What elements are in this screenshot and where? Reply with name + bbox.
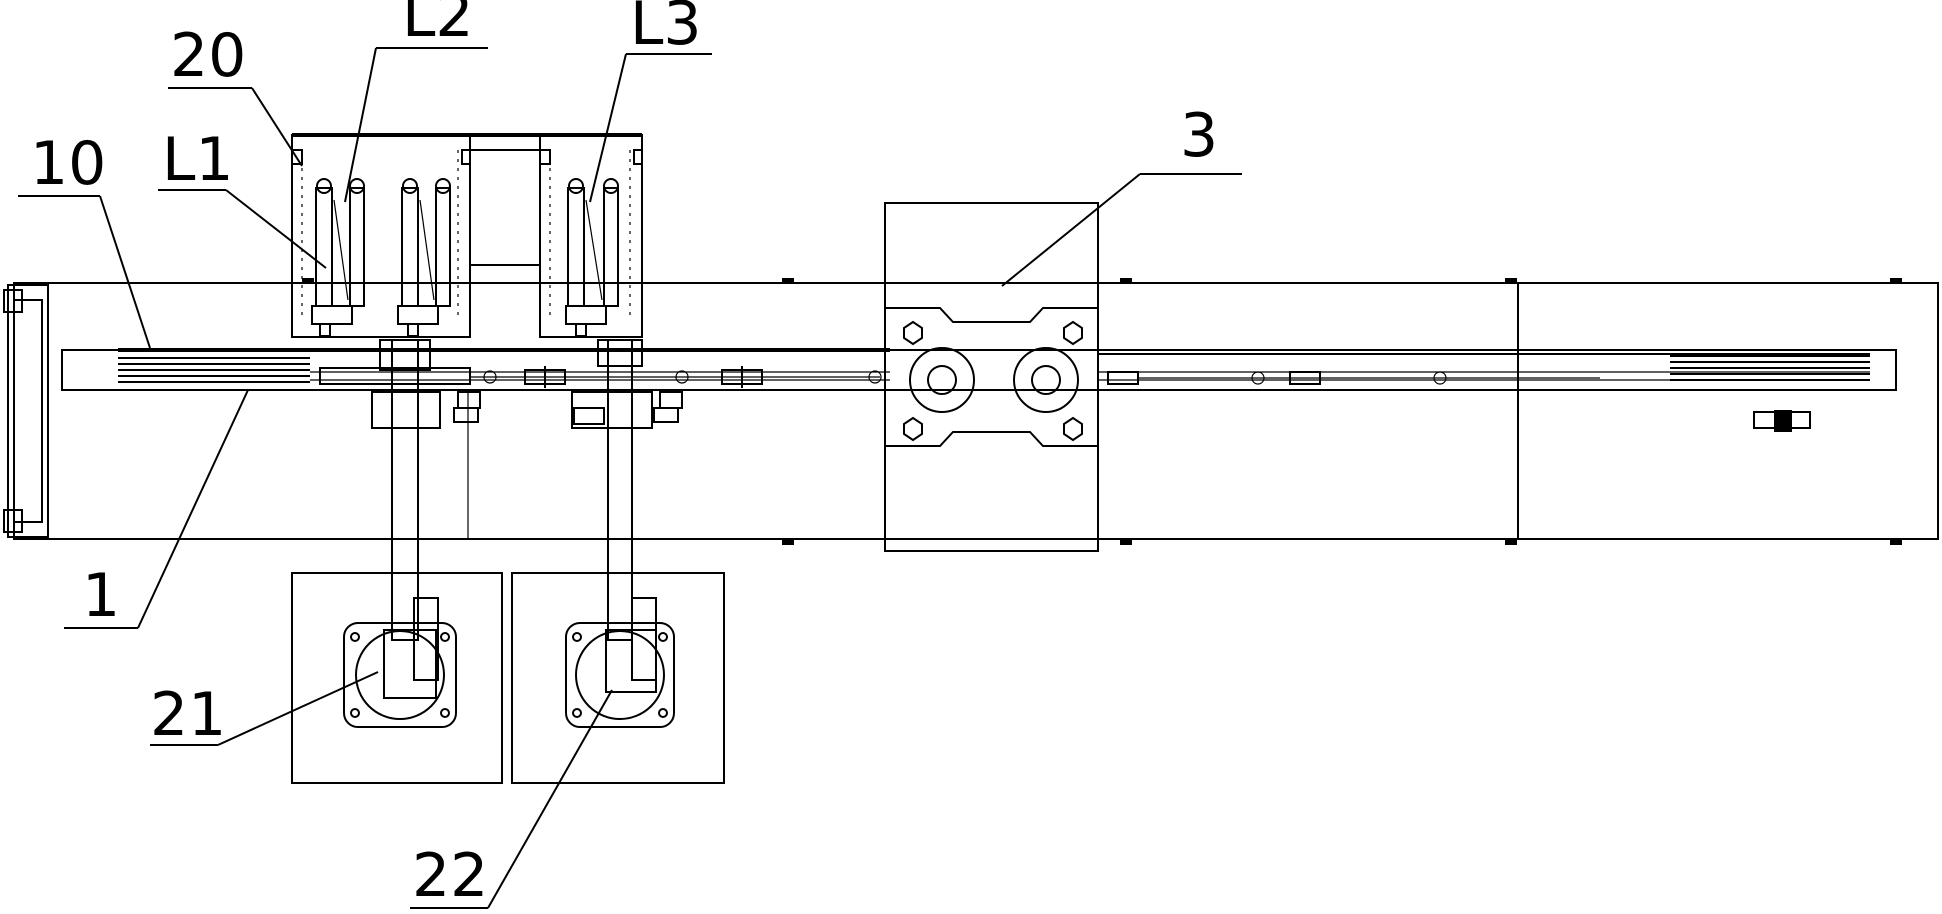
label-station: 3 (1180, 101, 1218, 171)
label-robot-two: 22 (412, 841, 488, 911)
label-lane-one: L1 (162, 125, 234, 195)
label-conveyor: 1 (82, 561, 120, 631)
label-lane-three: L3 (630, 0, 702, 59)
rail (61, 348, 1897, 391)
frame-feet (302, 278, 1902, 545)
fixture-frame (291, 133, 643, 338)
label-fixture-frame: 20 (170, 21, 246, 91)
labels: 20 L2 L3 L1 10 3 1 21 22 (30, 0, 1218, 911)
leader-lines (18, 47, 1242, 909)
rail-carriers (319, 366, 1600, 388)
lane-cylinders (311, 178, 619, 337)
sensor-block (1753, 410, 1811, 432)
end-roller (3, 284, 49, 538)
processing-station (884, 202, 1099, 552)
label-lane-two: L2 (402, 0, 474, 51)
robot-arm-21 (291, 339, 503, 784)
label-robot-one: 21 (150, 680, 226, 750)
robot-arm-22 (511, 339, 725, 784)
label-rail: 10 (30, 129, 106, 199)
